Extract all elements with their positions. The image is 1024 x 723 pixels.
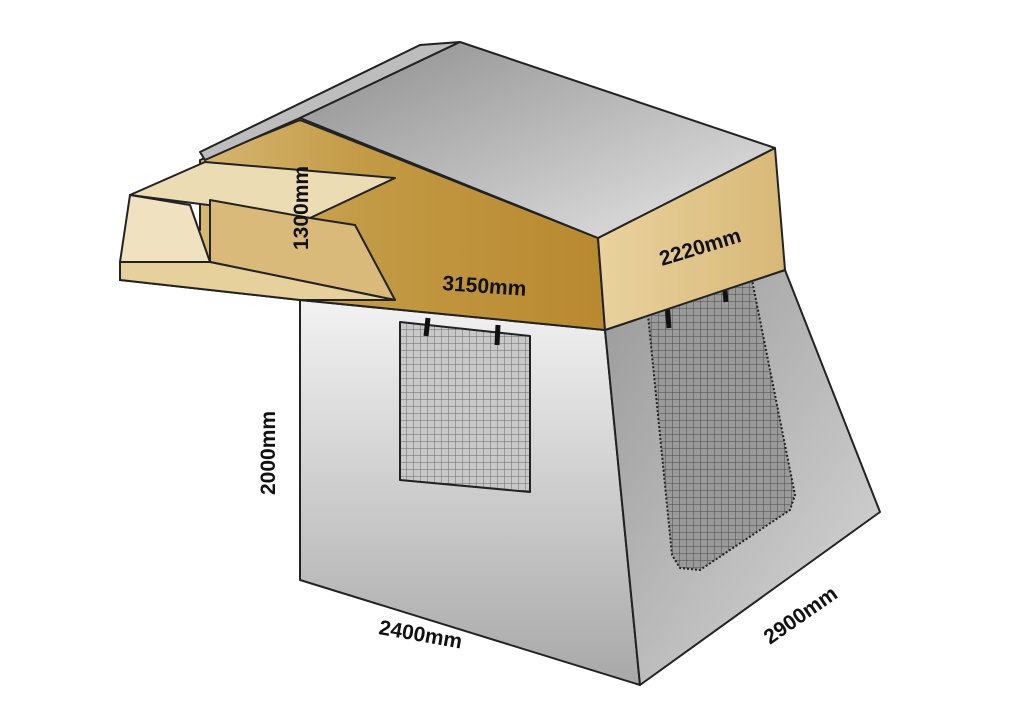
front-window xyxy=(399,321,531,493)
roof-top xyxy=(299,41,776,239)
side-window xyxy=(647,279,796,571)
awning-end xyxy=(119,194,211,263)
window-strap xyxy=(423,317,431,337)
awning-side xyxy=(209,199,396,301)
dimension-awning-height: 1300mm xyxy=(290,166,313,250)
window-strap xyxy=(494,324,501,346)
dimension-annex-height: 2000mm xyxy=(257,411,280,495)
dimension-annex-length: 2900mm xyxy=(760,582,842,649)
